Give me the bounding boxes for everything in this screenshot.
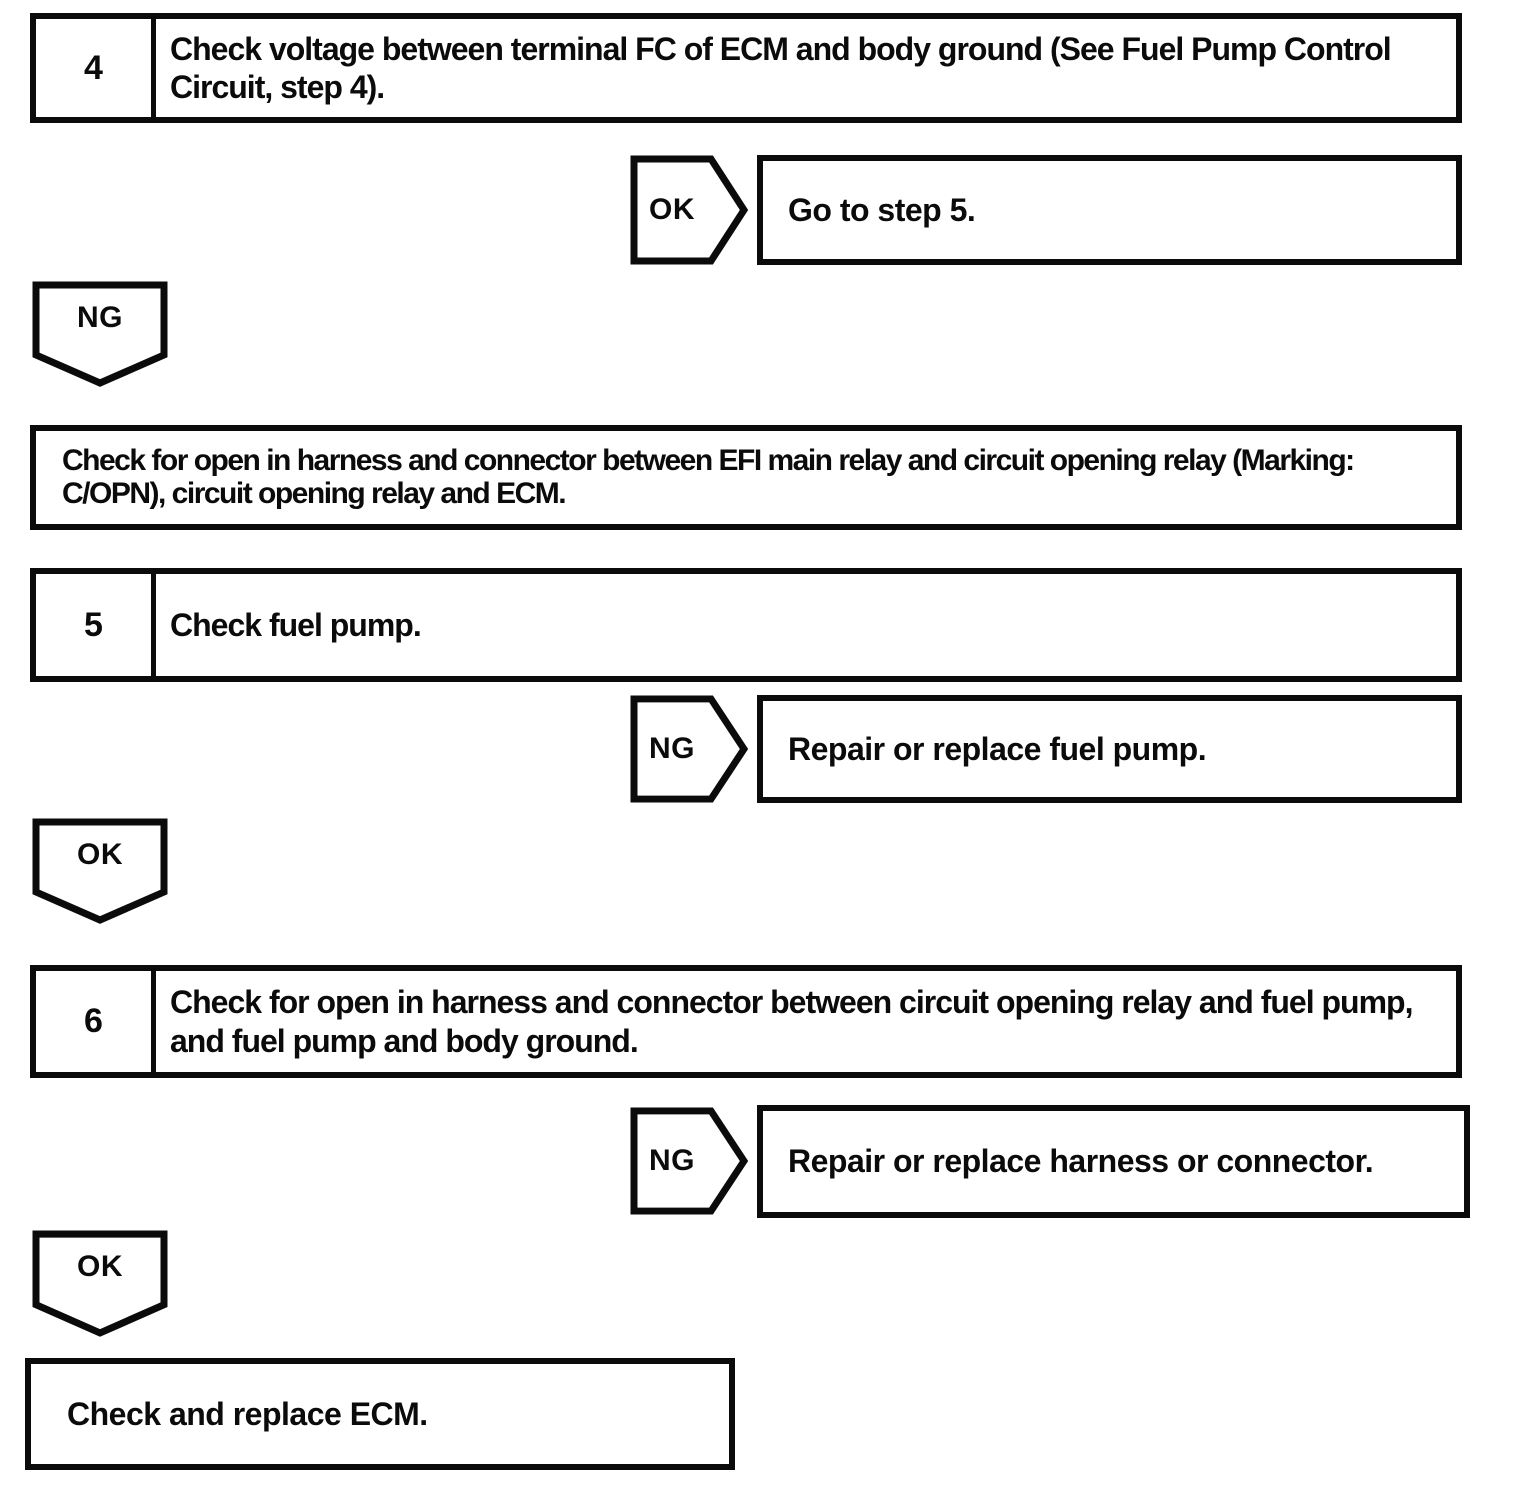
step-4-box: 4 Check voltage between terminal FC of E… [30, 13, 1462, 123]
down-arrow-pentagon-icon [32, 281, 168, 387]
right-arrow-pentagon-icon [630, 155, 748, 265]
step-5-box: 5 Check fuel pump. [30, 568, 1462, 682]
step-4-ng-action-text: Check for open in harness and connector … [62, 444, 1355, 510]
step-6-ng-connector: NG [630, 1107, 748, 1215]
step-6-ok-label: OK [77, 1250, 123, 1283]
step-5-instruction: Check fuel pump. [170, 606, 422, 643]
step-4-instruction: Check voltage between terminal FC of ECM… [170, 30, 1392, 105]
down-arrow-pentagon-icon [32, 1230, 168, 1337]
step-5-number: 5 [36, 574, 156, 676]
step-6-ng-action-text: Repair or replace harness or connector. [788, 1143, 1374, 1179]
step-4-ng-label: NG [77, 301, 123, 334]
step-6-ng-action-box: Repair or replace harness or connector. [757, 1105, 1470, 1218]
step-5-ng-action-box: Repair or replace fuel pump. [757, 695, 1462, 803]
step-5-ng-action-text: Repair or replace fuel pump. [788, 730, 1207, 767]
step-6-instruction: Check for open in harness and connector … [170, 984, 1413, 1059]
step-4-ok-connector: OK [630, 155, 748, 265]
step-5-ok-label: OK [77, 838, 123, 871]
final-result-text: Check and replace ECM. [67, 1395, 428, 1432]
step-4-ok-action-box: Go to step 5. [757, 155, 1462, 265]
right-arrow-pentagon-icon [630, 695, 748, 803]
step-4-number: 4 [36, 19, 156, 117]
down-arrow-pentagon-icon [32, 818, 168, 924]
right-arrow-pentagon-icon [630, 1107, 748, 1215]
step-6-box: 6 Check for open in harness and connecto… [30, 965, 1462, 1078]
final-result-box: Check and replace ECM. [25, 1358, 735, 1470]
step-4-ng-connector: NG [32, 281, 168, 388]
step-5-ng-label: NG [649, 732, 695, 765]
step-4-ok-label: OK [649, 193, 695, 226]
step-4-ng-action-box: Check for open in harness and connector … [30, 425, 1462, 530]
step-5-ok-connector: OK [32, 818, 168, 925]
step-5-ng-connector: NG [630, 695, 748, 803]
step-4-ok-action-text: Go to step 5. [788, 191, 976, 228]
step-6-ok-connector: OK [32, 1230, 168, 1338]
step-6-number: 6 [36, 971, 156, 1072]
step-6-ng-label: NG [649, 1144, 695, 1177]
